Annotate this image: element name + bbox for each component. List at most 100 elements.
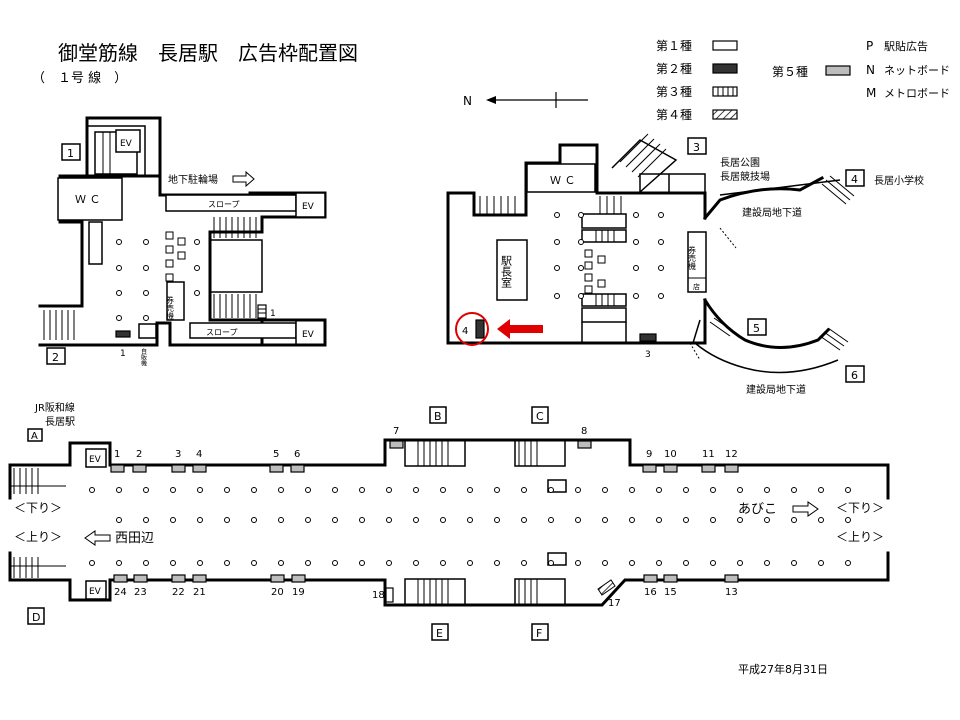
left-columns [116, 239, 200, 321]
platform-column [656, 517, 662, 523]
ad-label-13: 13 [725, 587, 738, 598]
slope-bottom-label: スロープ [206, 328, 238, 337]
platform-column [521, 560, 527, 566]
platform-column [575, 517, 581, 523]
platform-column [818, 560, 824, 566]
ev-right-bottom-label: EV [302, 330, 315, 340]
concourse-left: EV Ｗ Ｃ 地下駐輪場 スロープ EV スロープ EV [38, 116, 327, 367]
underpass-top-label: 建設局地下道 [742, 206, 802, 219]
exit-a-label: A [31, 431, 38, 442]
platform-column [629, 517, 635, 523]
legend-type2-swatch [712, 63, 738, 74]
legend-type5: 第５種 [772, 65, 808, 79]
ad-label-12: 12 [725, 449, 738, 460]
exit-3-box [687, 137, 707, 155]
ad-panel-2 [132, 464, 147, 473]
abiko-arrow [792, 501, 819, 517]
ad-panel-12 [724, 464, 739, 473]
ad-label-8: 8 [581, 426, 587, 437]
platform-column [467, 487, 473, 493]
platform-column [116, 487, 122, 493]
platform-column [359, 560, 365, 566]
ad-label-20: 20 [271, 587, 284, 598]
exit-2-label: 2 [52, 351, 59, 364]
exit-b-label: B [434, 410, 442, 423]
exit-d-box [27, 607, 45, 625]
platform-ev-bottom [85, 580, 107, 600]
platform-column [251, 517, 257, 523]
date-label: 平成27年8月31日 [738, 662, 828, 676]
ad-panel-9 [642, 464, 657, 473]
stairs-exit-1 [85, 116, 162, 178]
ad-label-4: 4 [196, 449, 202, 460]
ad-panel-3 [171, 464, 186, 473]
platform-column [170, 487, 176, 493]
page-subtitle: （ １号 線 ） [32, 70, 127, 86]
right-ad-3-label: 3 [645, 350, 651, 360]
vending-label: 自販機 [140, 347, 147, 367]
legend: 第１種 第２種 第３種 第４種 第５種 P 駅貼広告 N ネットボード M メト… [656, 39, 950, 122]
ad-panel-22 [171, 574, 186, 583]
platform-column [278, 517, 284, 523]
highlight-circle [455, 312, 489, 346]
exit-1-box [61, 143, 81, 161]
platform-column [224, 560, 230, 566]
exit-4-box [845, 169, 865, 187]
platform-column [386, 487, 392, 493]
ad-label-3: 3 [175, 449, 181, 460]
ad-panel-8 [577, 440, 592, 449]
ad-panel-16 [643, 574, 658, 583]
station-master-label: 駅長室 [500, 255, 513, 288]
ad-panel-21 [192, 574, 207, 583]
platform-column [764, 487, 770, 493]
platform-column [494, 560, 500, 566]
platform-column [170, 517, 176, 523]
ad-panel-11 [701, 464, 716, 473]
platform-column [251, 560, 257, 566]
exit-c-label: C [536, 410, 544, 423]
platform-column [170, 560, 176, 566]
concourse-right: Ｗ Ｃ 駅長室 [446, 133, 924, 396]
platform-column [305, 560, 311, 566]
exit-d-label: D [32, 611, 40, 624]
ad-label-23: 23 [134, 587, 147, 598]
platform-column [413, 487, 419, 493]
ad-label-1: 1 [114, 449, 120, 460]
platform-column [116, 560, 122, 566]
platform-column [548, 517, 554, 523]
platform-column [224, 517, 230, 523]
exit-f-box [531, 623, 549, 641]
exit-5-label: 5 [753, 322, 760, 335]
down-left-label: ＜下り＞ [14, 501, 62, 515]
platform-column [683, 560, 689, 566]
platform-column [224, 487, 230, 493]
left-ticket-machine [166, 281, 185, 321]
ad-label-16: 16 [644, 587, 657, 598]
north-label: N [463, 94, 472, 108]
platform-column [737, 487, 743, 493]
exit-f-label: F [536, 627, 542, 640]
ev-right-top-box [295, 192, 326, 218]
ad-label-10: 10 [664, 449, 677, 460]
legend-p-letter: P [866, 39, 873, 53]
jr-line-label: JR阪和線 [34, 401, 75, 414]
legend-m-letter: M [866, 86, 876, 100]
platform-column [494, 487, 500, 493]
platform-column [197, 517, 203, 523]
exit-e-box [431, 623, 449, 641]
platform-column [386, 560, 392, 566]
platform-column [89, 487, 95, 493]
platform-column [791, 517, 797, 523]
platform-column [602, 517, 608, 523]
right-ticket-machine [687, 231, 707, 293]
platform-column [440, 487, 446, 493]
platform-column [818, 517, 824, 523]
platform-column [602, 487, 608, 493]
right-wc [526, 163, 596, 193]
right-ad-type2-3 [639, 333, 657, 342]
platform-column [845, 487, 851, 493]
ad-panel-1 [110, 464, 125, 473]
ad-label-17: 17 [608, 598, 621, 609]
